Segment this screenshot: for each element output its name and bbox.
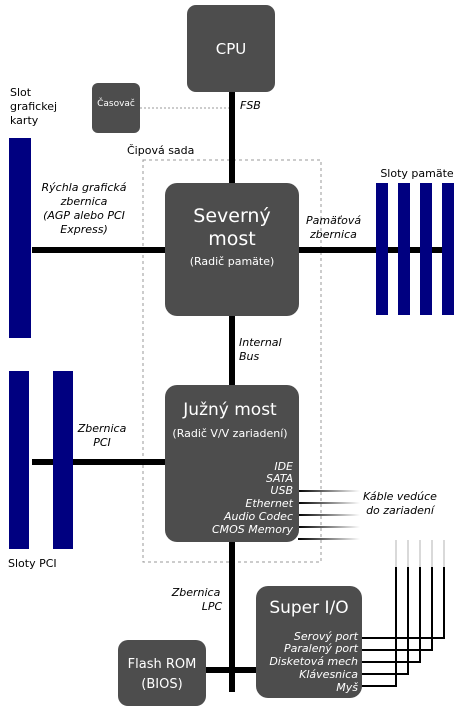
device-cables-label-2: do zariadení: [366, 504, 436, 517]
device-cables-label-1: Káble vedúce: [363, 490, 437, 503]
flash-rom-title-2: (BIOS): [141, 677, 182, 692]
clock-label: Časovač: [97, 97, 135, 109]
cpu-block: [187, 5, 275, 92]
memory-slot: [420, 183, 432, 315]
super-io-item: Myš: [336, 681, 358, 694]
graphics-bus-label-1: Rýchla grafická: [42, 181, 127, 194]
graphics-bus-label-3: (AGP alebo PCI: [43, 209, 125, 222]
internal-bus-label-2: Bus: [239, 350, 260, 363]
south-bridge-item: IDE: [274, 460, 293, 473]
flash-rom-block: [118, 640, 206, 706]
south-bridge-block: [165, 385, 299, 542]
fsb-label: FSB: [240, 99, 261, 112]
internal-bus-label-1: Internal: [239, 336, 282, 349]
north-bridge-block: [165, 183, 299, 316]
memory-bus-label-1: Pamäťová: [306, 214, 361, 227]
memory-slots: [376, 183, 454, 315]
lpc-bus-label-2: LPC: [202, 600, 223, 613]
north-bridge-subtitle: (Radič pamäte): [190, 255, 275, 268]
north-bridge-title-2: most: [208, 228, 255, 250]
super-io-cables: [360, 535, 450, 687]
graphics-bus-label-4: Express): [60, 223, 108, 236]
device-lines: [298, 490, 360, 540]
pci-bus-label-1: Zbernica: [77, 422, 127, 435]
flash-rom-title-1: Flash ROM: [128, 657, 197, 672]
pci-slot: [9, 371, 29, 549]
memory-slot: [442, 183, 454, 315]
clock-block: [92, 83, 140, 133]
graphics-bus-label-2: zbernica: [60, 195, 108, 208]
chipset-label: Čipová sada: [127, 144, 194, 157]
super-io-item: Disketová mech: [269, 655, 358, 668]
lpc-bus-label-1: Zbernica: [171, 586, 221, 599]
pci-slots-label: Sloty PCI: [8, 557, 57, 570]
graphics-slot-label-2: grafickej: [10, 100, 57, 113]
super-io-block: [256, 586, 362, 698]
pci-slot: [53, 371, 73, 549]
cpu-label: CPU: [216, 40, 247, 58]
south-bridge-item: SATA: [266, 472, 293, 485]
memory-slots-label: Sloty pamäte: [380, 167, 454, 180]
super-io-title: Super I/O: [269, 598, 348, 618]
pci-slots: [9, 371, 73, 549]
south-bridge-item: Ethernet: [245, 497, 293, 510]
super-io-item: Serový port: [294, 630, 359, 643]
super-io-item: Klávesnica: [299, 668, 358, 681]
south-bridge-item: Audio Codec: [223, 510, 293, 523]
south-bridge-title: Južný most: [182, 400, 277, 420]
memory-bus-label-2: zbernica: [309, 228, 357, 241]
pci-bus-label-2: PCI: [93, 436, 111, 449]
south-bridge-subtitle: (Radič V/V zariadení): [172, 427, 287, 440]
super-io-item: Paralený port: [284, 642, 359, 655]
memory-slot: [376, 183, 388, 315]
graphics-slot-label-3: karty: [10, 114, 39, 127]
south-bridge-item: CMOS Memory: [212, 523, 294, 536]
graphics-slot-label-1: Slot: [10, 86, 32, 99]
north-bridge-title-1: Severný: [193, 205, 270, 227]
memory-slot: [398, 183, 410, 315]
south-bridge-item: USB: [270, 484, 293, 497]
graphics-card-slot: [9, 138, 31, 338]
